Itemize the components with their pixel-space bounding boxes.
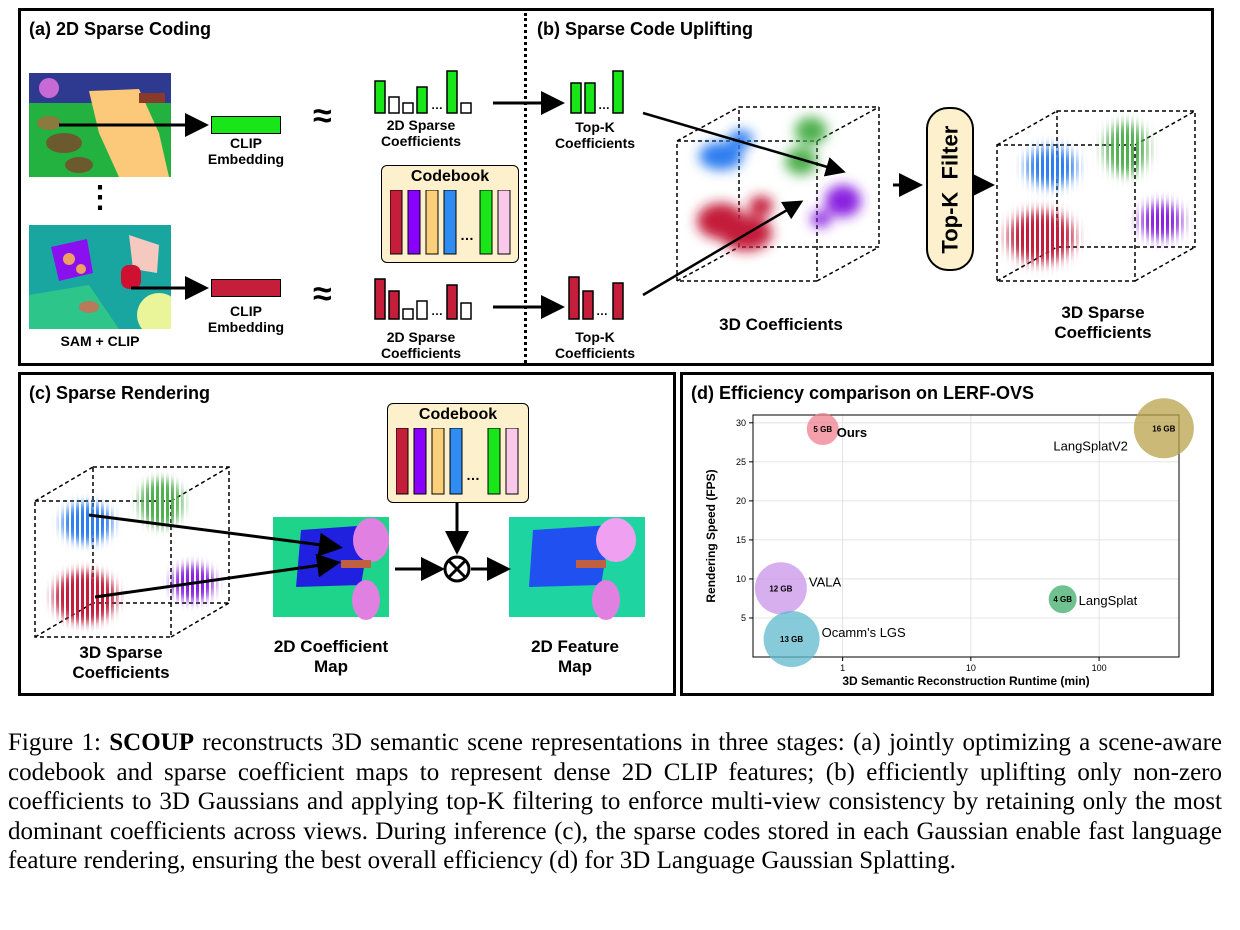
y-tick-label: 5	[741, 613, 746, 623]
bubble-memory-label: 13 GB	[780, 635, 803, 644]
bubble-ours	[806, 413, 839, 446]
bubble-name-label: Ours	[837, 425, 867, 440]
clip-embedding-box-1	[211, 116, 281, 134]
bubble-memory-label: 5 GB	[813, 425, 832, 434]
svg-text:…: …	[460, 227, 474, 243]
bubble-ocamm-s-lgs	[763, 611, 820, 668]
topk-label-1: Top-K Coefficients	[554, 119, 636, 152]
svg-text:…: …	[466, 467, 480, 483]
panel-b-graphics: … …	[493, 70, 1196, 320]
feature-map-label: 2D Feature Map	[531, 637, 619, 676]
y-tick-label: 20	[736, 496, 746, 506]
approx-symbol-2: ≈	[313, 275, 332, 313]
bubble-name-label: LangSplat	[1079, 593, 1138, 608]
bubble-name-label: LangSplatV2	[1053, 438, 1127, 453]
x-tick-label: 100	[1092, 663, 1107, 673]
bubble-memory-label: 4 GB	[1053, 595, 1072, 604]
coeff-map-label: 2D Coefficient Map	[273, 637, 389, 676]
bubble-memory-label: 12 GB	[769, 584, 792, 593]
panel-ab: (a) 2D Sparse Coding (b) Sparse Code Upl…	[18, 8, 1214, 366]
vdots-label: ⋮	[85, 181, 115, 214]
codebook-a: Codebook …	[381, 165, 519, 263]
x-tick-label: 1	[840, 663, 845, 673]
sparse-3d-label-c: 3D Sparse Coefficients	[72, 643, 170, 682]
codebook-c-columns: …	[396, 428, 519, 495]
efficiency-chart: 1 10 100 5 10 15 20 25 30 3D Semantic Reconstruct…	[704, 398, 1194, 688]
bubble-vala	[754, 562, 807, 615]
svg-text:…: …	[596, 304, 608, 318]
y-tick-label: 15	[736, 535, 746, 545]
sparse-3d-label-b: 3D Sparse Coefficients	[1054, 303, 1152, 342]
svg-text:…: …	[431, 98, 443, 112]
x-axis-label: 3D Semantic Reconstruction Runtime (min)	[842, 674, 1089, 688]
panel-b-title: (b) Sparse Code Uplifting	[537, 19, 753, 39]
codebook-c: Codebook …	[387, 403, 529, 503]
caption-bold-name: SCOUP	[109, 729, 194, 756]
clip-embedding-label-1: CLIP Embedding	[207, 135, 285, 168]
divider-dotted	[524, 13, 527, 363]
panel-d-title: (d) Efficiency comparison on LERF-OVS	[691, 383, 1035, 403]
caption-text: reconstructs 3D semantic scene represent…	[8, 729, 1222, 875]
bubble-langsplatv2	[1133, 398, 1194, 459]
sam-clip-label: SAM + CLIP	[60, 333, 140, 349]
sparse-bars-green: …	[374, 70, 472, 114]
y-axis-label: Rendering Speed (FPS)	[704, 469, 718, 602]
panel-c: (c) Sparse Rendering	[18, 372, 676, 696]
y-tick-label: 25	[736, 457, 746, 467]
codebook-c-title: Codebook	[418, 406, 498, 423]
sparse-coeffs-label-2: 2D Sparse Coefficients	[380, 329, 462, 362]
codebook-a-title: Codebook	[410, 168, 490, 185]
panel-a-title: (a) 2D Sparse Coding	[29, 19, 212, 39]
plot-frame	[752, 414, 1180, 658]
topk-filter-label: Top-K Filter	[937, 125, 963, 254]
panel-c-title: (c) Sparse Rendering	[29, 383, 211, 403]
codebook-a-columns: …	[390, 190, 511, 255]
panel-c-graphics	[34, 466, 645, 638]
svg-text:…: …	[431, 304, 443, 318]
y-tick-label: 30	[736, 418, 746, 428]
bubble-langsplat	[1048, 585, 1077, 614]
clip-embedding-box-2	[211, 279, 281, 297]
y-tick-label: 10	[736, 574, 746, 584]
figure-caption: Figure 1: SCOUP reconstructs 3D semantic…	[8, 728, 1222, 876]
sparse-coeffs-label-1: 2D Sparse Coefficients	[380, 117, 462, 150]
sam-image-2	[29, 225, 171, 329]
topk-filter-box: Top-K Filter	[926, 107, 974, 271]
caption-fig-label: Figure 1:	[8, 729, 110, 756]
bubble-memory-label: 16 GB	[1152, 424, 1175, 433]
x-tick-label: 10	[966, 663, 976, 673]
coeff-cube-3d	[676, 106, 880, 282]
bubble-name-label: VALA	[809, 574, 842, 589]
approx-symbol-1: ≈	[313, 97, 332, 135]
bubble-name-label: Ocamm's LGS	[822, 625, 906, 640]
sparse-bars-red: …	[374, 278, 472, 320]
coeffs-3d-label: 3D Coefficients	[719, 315, 843, 334]
topk-label-2: Top-K Coefficients	[554, 329, 636, 362]
panel-a-arrows	[59, 113, 209, 300]
svg-text:…: …	[598, 98, 610, 112]
clip-embedding-label-2: CLIP Embedding	[207, 303, 285, 336]
